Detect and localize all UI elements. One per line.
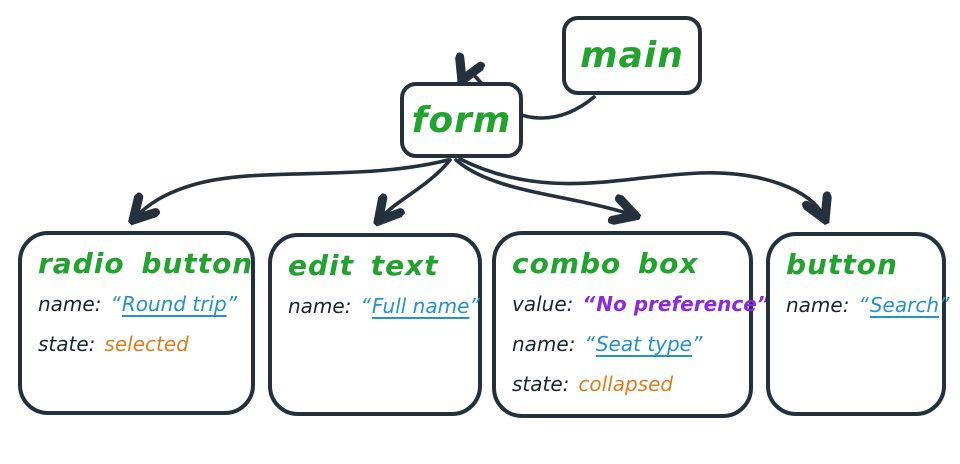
field-label: value: bbox=[512, 292, 574, 316]
edge-form-combo-box bbox=[454, 158, 633, 215]
node-radio-button: radio button name: “Round trip” state: sel… bbox=[18, 231, 255, 415]
field-label: state: bbox=[38, 332, 96, 356]
node-radio-button-title: radio button bbox=[38, 247, 254, 280]
node-combo-box: combo box value: “No preference” name: “Se… bbox=[492, 231, 770, 418]
open-quote: “ bbox=[110, 292, 122, 316]
field-name: name: “Search” bbox=[786, 293, 949, 317]
field-value: “Search” bbox=[858, 293, 951, 317]
field-state: state: selected bbox=[38, 332, 237, 356]
node-main: main bbox=[562, 16, 702, 95]
field-label: name: bbox=[38, 292, 102, 316]
open-quote: “ bbox=[584, 332, 596, 356]
field-value: “Seat type” bbox=[584, 332, 704, 356]
field-label: name: bbox=[786, 293, 850, 317]
field-label: name: bbox=[512, 332, 576, 356]
field-value: collapsed bbox=[578, 372, 674, 396]
field-name: name: “Seat type” bbox=[512, 332, 735, 356]
field-value: “No preference” bbox=[582, 292, 771, 316]
open-quote: “ bbox=[582, 292, 597, 316]
node-edit-text-title: edit text bbox=[288, 249, 439, 282]
open-quote: “ bbox=[858, 293, 870, 317]
close-quote: ” bbox=[939, 293, 951, 317]
field-state: state: collapsed bbox=[512, 372, 735, 396]
node-form-title: form bbox=[411, 99, 512, 141]
field-value-row: value: “No preference” bbox=[512, 292, 770, 316]
node-edit-text: edit text name: “Full name” bbox=[268, 233, 482, 416]
field-value: “Round trip” bbox=[110, 292, 239, 316]
node-main-title: main bbox=[580, 35, 684, 76]
edge-form-edit-text bbox=[380, 158, 452, 219]
edge-form-radio-button bbox=[135, 158, 450, 218]
edge-form-button bbox=[458, 157, 824, 217]
node-form: form bbox=[400, 82, 523, 158]
field-value: “Full name” bbox=[360, 294, 481, 318]
field-label: name: bbox=[288, 294, 352, 318]
close-quote: ” bbox=[469, 294, 481, 318]
close-quote: ” bbox=[226, 292, 239, 316]
node-combo-box-title: combo box bbox=[512, 247, 699, 280]
open-quote: “ bbox=[360, 294, 372, 318]
node-button: button name: “Search” bbox=[766, 232, 949, 416]
close-quote: ” bbox=[691, 332, 704, 356]
field-name: name: “Round trip” bbox=[38, 292, 237, 316]
field-name: name: “Full name” bbox=[288, 294, 480, 318]
node-button-title: button bbox=[786, 248, 898, 281]
field-label: state: bbox=[512, 372, 570, 396]
field-value: selected bbox=[104, 332, 189, 356]
